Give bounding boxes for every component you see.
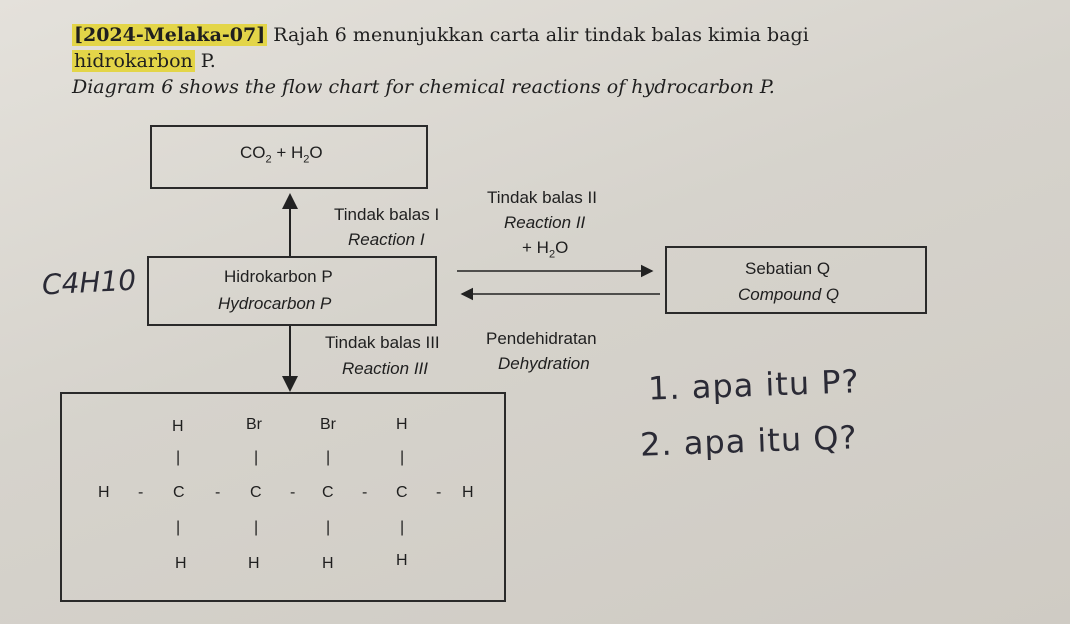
handwritten-formula-note: C4H10 xyxy=(41,263,137,302)
dehydration-label-en: Dehydration xyxy=(498,354,590,373)
highlighted-word: hidrokarbon xyxy=(72,50,195,72)
bond-lower-3: | xyxy=(326,519,331,536)
bond-upper-2: | xyxy=(254,449,259,466)
handwritten-question-1: 1. apa itu P? xyxy=(647,362,861,408)
atom-c3: C xyxy=(322,484,334,501)
bond-upper-4: | xyxy=(400,449,405,466)
hydrocarbon-p-label-en: Hydrocarbon P xyxy=(218,294,332,313)
atom-br-top-2: Br xyxy=(320,416,336,433)
compound-q-label-ms: Sebatian Q xyxy=(745,259,831,278)
reaction2-label-ms: Tindak balas II xyxy=(487,188,597,207)
bond-lower-2: | xyxy=(254,519,259,536)
question-text-en: Diagram 6 shows the flow chart for chemi… xyxy=(72,76,775,98)
compound-q-label-en: Compound Q xyxy=(738,285,840,304)
hydrocarbon-p-label-ms: Hidrokarbon P xyxy=(224,267,333,286)
atom-h-top-1: H xyxy=(172,418,184,435)
reaction3-label-ms: Tindak balas III xyxy=(325,333,440,352)
bond-c2-c3: - xyxy=(290,484,296,501)
reaction3-label-en: Reaction III xyxy=(342,359,428,378)
question-heading: [2024-Melaka-07] Rajah 6 menunjukkan car… xyxy=(72,24,809,46)
atom-h-top-2: H xyxy=(396,416,408,433)
question-text-ms-2: P. xyxy=(194,50,216,72)
reaction2-reagent: + H2O xyxy=(522,238,569,261)
bond-h-c1: - xyxy=(138,484,144,501)
dehydration-label-ms: Pendehidratan xyxy=(486,329,597,348)
bond-upper-3: | xyxy=(326,449,331,466)
question-text-ms-1: Rajah 6 menunjukkan carta alir tindak ba… xyxy=(267,24,809,46)
question-text-line2: hidrokarbon P. xyxy=(72,50,216,72)
atom-h-bottom-2: H xyxy=(248,555,260,572)
reaction1-label-en: Reaction I xyxy=(348,230,425,249)
atom-br-top-1: Br xyxy=(246,416,262,433)
atom-h-left: H xyxy=(98,484,110,501)
atom-h-bottom-3: H xyxy=(322,555,334,572)
bond-c1-c2: - xyxy=(215,484,221,501)
co2-h2o-label: CO2 + H2O xyxy=(240,143,323,166)
hydrocarbon-p-box xyxy=(147,256,437,326)
atom-h-bottom-1: H xyxy=(175,555,187,572)
bond-lower-4: | xyxy=(400,519,405,536)
compound-q-box xyxy=(665,246,927,314)
atom-c4: C xyxy=(396,484,408,501)
bond-c4-h: - xyxy=(436,484,442,501)
atom-c1: C xyxy=(173,484,185,501)
bond-lower-1: | xyxy=(176,519,181,536)
bond-upper-1: | xyxy=(176,449,181,466)
atom-h-right: H xyxy=(462,484,474,501)
atom-h-bottom-4: H xyxy=(396,552,408,569)
handwritten-question-2: 2. apa itu Q? xyxy=(639,418,859,464)
reaction1-label-ms: Tindak balas I xyxy=(334,205,440,224)
structural-formula-box xyxy=(60,392,506,602)
question-tag: [2024-Melaka-07] xyxy=(72,24,268,46)
bond-c3-c4: - xyxy=(362,484,368,501)
reaction2-label-en: Reaction II xyxy=(504,213,586,232)
atom-c2: C xyxy=(250,484,262,501)
product-box-co2-h2o xyxy=(150,125,428,189)
